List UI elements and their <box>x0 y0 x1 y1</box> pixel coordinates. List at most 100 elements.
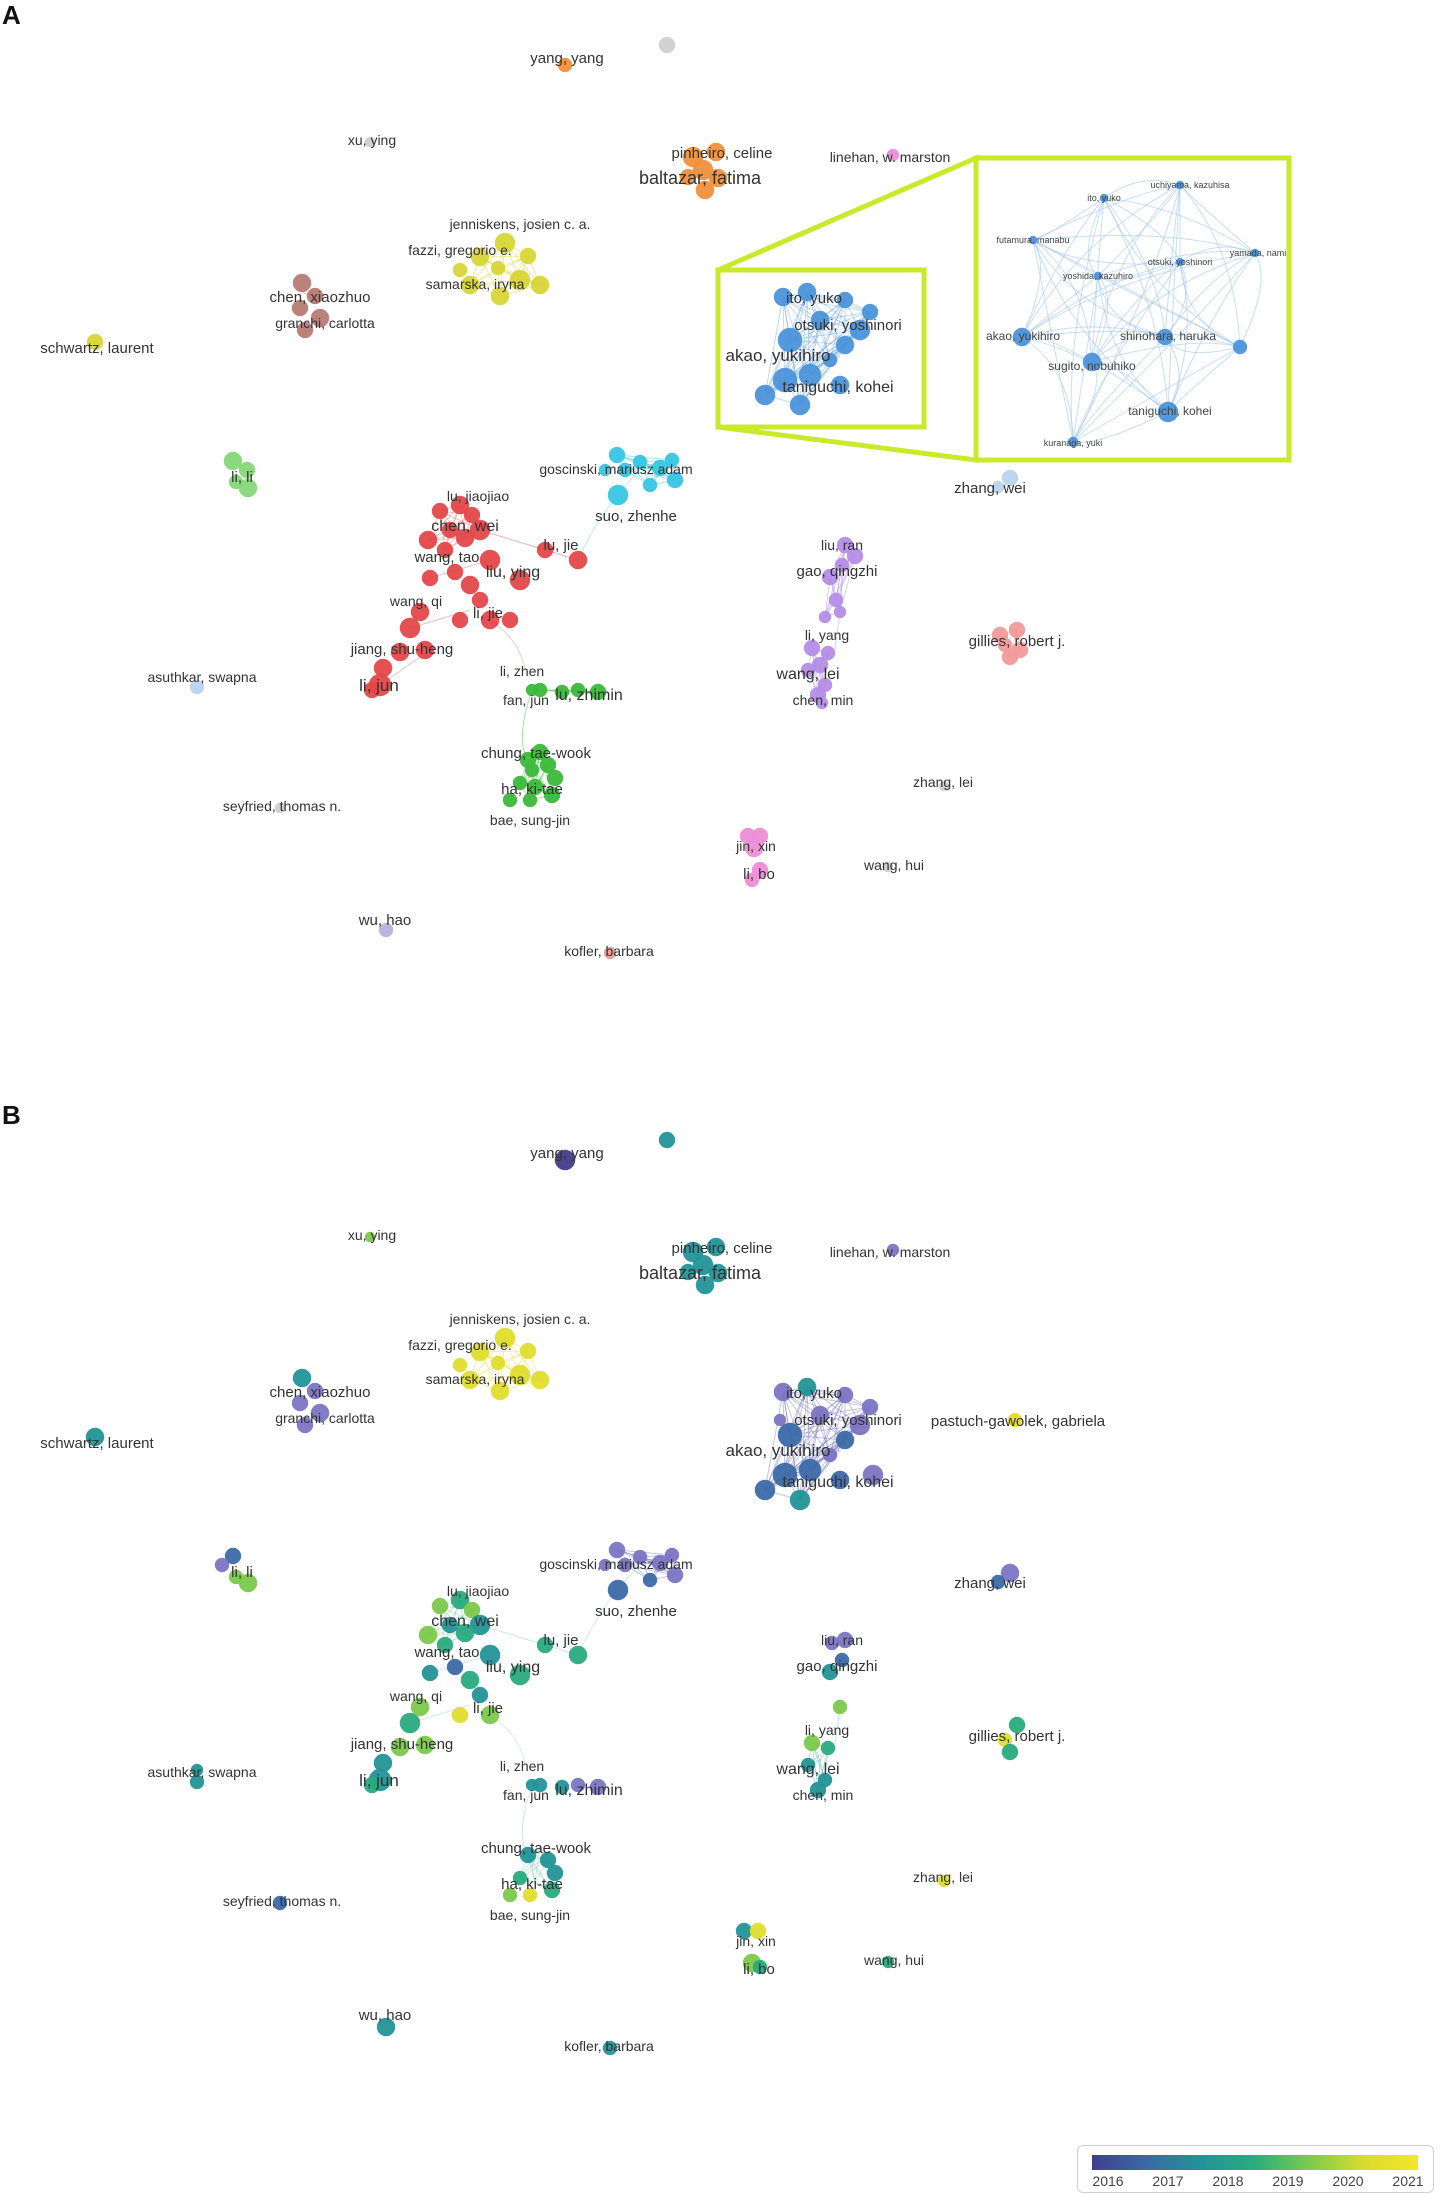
network-node <box>546 1864 564 1882</box>
network-node <box>1000 1563 1020 1583</box>
network-node <box>390 642 410 662</box>
network-node <box>608 446 626 464</box>
network-link <box>531 1864 536 1883</box>
network-node <box>376 2017 396 2037</box>
network-link <box>1091 261 1181 363</box>
network-node <box>990 1574 1006 1590</box>
node-label-b-kofler: kofler, barbara <box>564 2038 654 2054</box>
network-node <box>228 1569 244 1585</box>
network-node <box>502 792 518 808</box>
network-node <box>849 1414 871 1436</box>
zoom-node <box>1028 235 1038 245</box>
network-link <box>799 291 808 406</box>
network-link <box>1072 411 1169 444</box>
network-node <box>822 1447 838 1463</box>
network-link <box>616 1549 676 1576</box>
network-node <box>450 495 470 515</box>
node-label-zoom-sugito: sugito, nobuhiko <box>1048 359 1136 373</box>
network-node <box>421 1664 439 1682</box>
network-node <box>1007 1412 1023 1428</box>
network-node <box>431 502 449 520</box>
network-node <box>773 1382 793 1402</box>
node-label-lu-jie: lu, jie <box>543 537 578 554</box>
network-node <box>502 1887 518 1903</box>
network-link <box>799 319 821 406</box>
network-node <box>364 136 376 148</box>
network-node <box>603 946 617 960</box>
node-label-b-samarska: samarska, iryna <box>426 1371 525 1387</box>
network-link <box>1021 326 1166 338</box>
node-label-liu-ying: liu, ying <box>486 564 540 581</box>
network-link <box>577 1564 641 1656</box>
network-node <box>363 1776 381 1794</box>
network-node <box>861 303 879 321</box>
network-node <box>695 180 715 200</box>
network-node <box>632 1549 648 1565</box>
node-label-fazzi: fazzi, gregorio e. <box>408 242 512 258</box>
network-node <box>378 922 394 938</box>
node-label-fan-jun: fan, jun <box>503 692 549 708</box>
network-link <box>479 529 546 551</box>
zoom-node <box>1012 327 1032 347</box>
network-node <box>800 1757 816 1773</box>
legend-tick-label: 2020 <box>1332 2173 1364 2189</box>
network-node <box>821 1663 839 1681</box>
node-label-zoom-yamada: yamada, nami <box>1230 248 1287 258</box>
network-node <box>568 550 588 570</box>
network-node <box>460 1670 480 1690</box>
network-node <box>568 1645 588 1665</box>
node-label-li-zhen: li, zhen <box>500 663 544 679</box>
network-link <box>1167 261 1188 413</box>
network-link <box>809 299 846 376</box>
network-node <box>494 232 516 254</box>
network-node <box>824 1635 840 1651</box>
network-link <box>1032 239 1166 338</box>
network-node <box>617 1557 633 1573</box>
network-link <box>789 1406 871 1436</box>
network-link <box>1072 261 1181 443</box>
node-label-b-xu-ying: xu, ying <box>348 1227 396 1243</box>
zoom-node <box>1067 436 1079 448</box>
network-link <box>1097 250 1256 277</box>
network-node <box>509 1664 531 1686</box>
network-node <box>490 286 510 306</box>
network-node <box>658 1131 676 1149</box>
network-node <box>810 310 830 330</box>
network-link <box>624 1564 676 1576</box>
network-node <box>822 352 838 368</box>
network-node <box>471 591 489 609</box>
node-label-zoom-futamura: futamura, manabu <box>996 235 1069 245</box>
network-node <box>1008 1716 1026 1734</box>
network-node <box>789 394 811 416</box>
node-label-b-zhang-wei: zhang, wei <box>954 1575 1026 1592</box>
network-link <box>1167 252 1256 413</box>
network-node <box>651 459 669 477</box>
node-label-b-wang-hui: wang, hui <box>863 1952 924 1968</box>
network-link <box>534 1846 541 1883</box>
network-node <box>455 528 475 548</box>
node-label-seyfried: seyfried, thomas n. <box>223 798 341 814</box>
network-link <box>824 564 843 618</box>
network-link <box>616 454 676 481</box>
network-node <box>602 2040 618 2056</box>
node-label-b-yang-yang: yang, yang <box>530 1145 603 1162</box>
network-link <box>782 296 846 301</box>
network-node <box>441 521 459 539</box>
network-node <box>607 484 629 506</box>
node-label-b-lu-jie: lu, jie <box>543 1632 578 1649</box>
network-node <box>291 299 309 317</box>
network-node <box>809 1781 827 1799</box>
network-node <box>815 696 829 710</box>
node-label-b-lu-jiaojiao: lu, jiaojiao <box>447 1583 509 1599</box>
network-link <box>782 296 831 361</box>
network-node <box>512 1870 528 1886</box>
network-node <box>882 861 894 873</box>
network-node <box>390 1737 410 1757</box>
network-node <box>415 640 435 660</box>
network-link <box>764 1391 784 1491</box>
network-link <box>1032 239 1074 443</box>
network-node <box>509 1364 531 1386</box>
node-label-lu-jiaojiao: lu, jiaojiao <box>447 488 509 504</box>
network-node <box>292 1368 312 1388</box>
node-label-zoom-otsuki: otsuki, yoshinori <box>1148 257 1213 267</box>
